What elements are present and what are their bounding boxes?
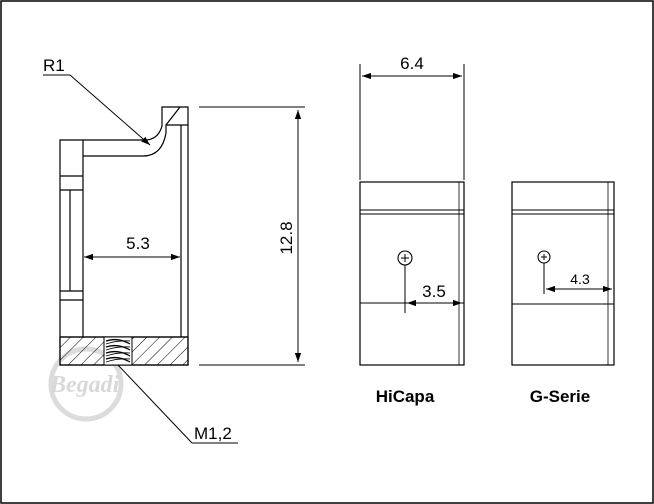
gserie-offset-label: 4.3 — [570, 271, 590, 287]
gserie-caption: G-Serie — [530, 387, 590, 406]
part-outline — [59, 106, 189, 366]
width-label: 5.3 — [126, 234, 150, 253]
hicapa-outline — [359, 181, 465, 366]
gserie-outline — [511, 181, 615, 366]
radius-leader — [69, 74, 151, 146]
side-view: 12.8 5.3 R1 M1,2 — [43, 56, 305, 444]
hicapa-offset-label: 3.5 — [422, 282, 446, 301]
hicapa-width-label: 6.4 — [400, 54, 424, 73]
hicapa-caption: HiCapa — [376, 387, 435, 406]
height-label: 12.8 — [277, 221, 296, 254]
gserie-hole-icon — [537, 250, 551, 264]
radius-label: R1 — [43, 56, 65, 75]
gserie-view: 4.3 G-Serie — [511, 181, 615, 406]
thread-label: M1,2 — [194, 424, 232, 443]
hicapa-view: 6.4 3.5 HiCapa — [359, 54, 465, 406]
thread-leader — [117, 364, 193, 444]
hicapa-hole-icon — [397, 250, 413, 266]
svg-text:Begadi: Begadi — [49, 372, 120, 398]
thread-hole — [103, 336, 133, 366]
